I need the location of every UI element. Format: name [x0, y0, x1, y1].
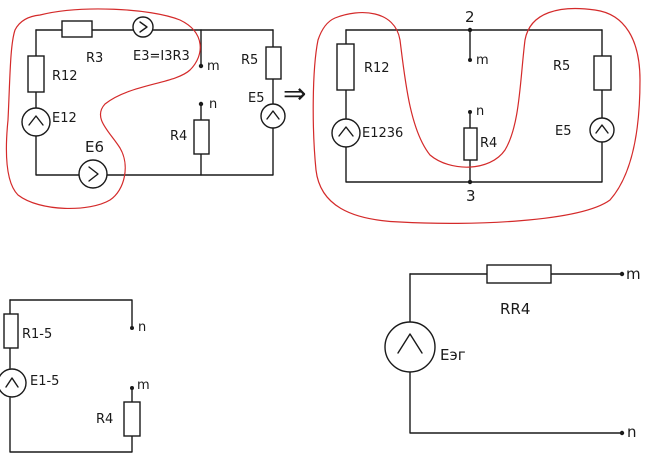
label-e6: E6: [85, 138, 104, 156]
node-m: [468, 58, 472, 62]
node-m: [130, 386, 134, 390]
source-eeq: [384, 321, 436, 373]
label-m: m: [476, 53, 489, 68]
caret-up-icon: [397, 333, 423, 354]
top-wire: [9, 299, 133, 328]
label-r5: R5: [241, 53, 258, 68]
resistor-r4: [123, 401, 141, 437]
label-m: m: [207, 59, 220, 74]
source-e6: [78, 159, 108, 189]
circuit-diagram-1: R3 E3=I3R3 R12 E12 E6 m n R4 R5 E5: [5, 8, 286, 210]
label-m: m: [137, 378, 150, 393]
label-r4: R4: [96, 412, 113, 427]
label-r4: R4: [480, 136, 497, 151]
resistor-r3: [61, 20, 93, 38]
resistor-r1-5: [3, 313, 19, 349]
label-e1-5: E1-5: [30, 374, 59, 389]
circuit-diagram-3: R1-5 E1-5 n m R4: [0, 299, 150, 453]
resistor-r5: [265, 46, 282, 80]
resistor-r4: [463, 127, 478, 161]
label-e12: E12: [52, 111, 77, 126]
label-r1-5: R1-5: [22, 327, 52, 342]
label-n: n: [627, 423, 637, 441]
label-e3: E3=I3R3: [133, 49, 190, 64]
outer-loop-wire: [35, 29, 274, 176]
node-m: [619, 271, 625, 277]
bottom-wire: [9, 397, 133, 453]
label-n: n: [138, 320, 146, 335]
label-rr4: RR4: [500, 300, 530, 318]
label-n: n: [476, 104, 484, 119]
caret-up-icon: [338, 126, 354, 137]
label-e5: E5: [248, 91, 265, 106]
resistor-rr4: [486, 264, 552, 284]
label-node-2: 2: [465, 8, 475, 26]
label-node-3: 3: [466, 187, 476, 205]
caret-up-icon: [266, 110, 280, 120]
arrow-right-icon: [88, 166, 99, 182]
resistor-r12: [27, 55, 45, 93]
source-e3: [132, 16, 154, 38]
outer-loop-wire: [345, 29, 603, 183]
label-m: m: [626, 265, 641, 283]
node-2: [467, 27, 473, 33]
implies-arrow-icon: ⇒: [283, 77, 306, 110]
node-n: [130, 326, 134, 330]
node-n: [468, 110, 472, 114]
red-outline: [5, 8, 201, 210]
red-outline: [312, 7, 641, 224]
caret-up-icon: [595, 124, 609, 134]
source-e1-5: [0, 368, 27, 398]
label-n: n: [209, 97, 217, 112]
label-r12: R12: [52, 69, 78, 84]
source-e1236: [331, 118, 361, 148]
source-e12: [21, 107, 51, 137]
arrow-right-icon: [139, 21, 148, 33]
node-m: [198, 63, 204, 69]
resistor-r4: [193, 119, 210, 155]
circuit-diagram-2: 2 3 R12 E1236 m n R4 R5 E5: [312, 7, 641, 224]
label-e1236: E1236: [362, 126, 403, 141]
node-n: [198, 101, 204, 107]
source-e5: [260, 103, 286, 129]
circuit-diagram-4: m n RR4 Eэг: [384, 264, 641, 441]
label-r4: R4: [170, 129, 187, 144]
caret-up-icon: [28, 115, 44, 126]
label-e5: E5: [555, 124, 572, 139]
resistor-r12: [336, 43, 355, 91]
node-3: [467, 179, 473, 185]
label-r5: R5: [553, 59, 570, 74]
source-e5: [589, 117, 615, 143]
caret-up-icon: [5, 377, 19, 388]
bottom-wire: [409, 370, 622, 434]
label-eeq: Eэг: [440, 346, 466, 364]
label-r3: R3: [86, 51, 103, 66]
label-r12: R12: [364, 61, 390, 76]
node-n: [619, 430, 625, 436]
resistor-r5: [593, 55, 612, 91]
